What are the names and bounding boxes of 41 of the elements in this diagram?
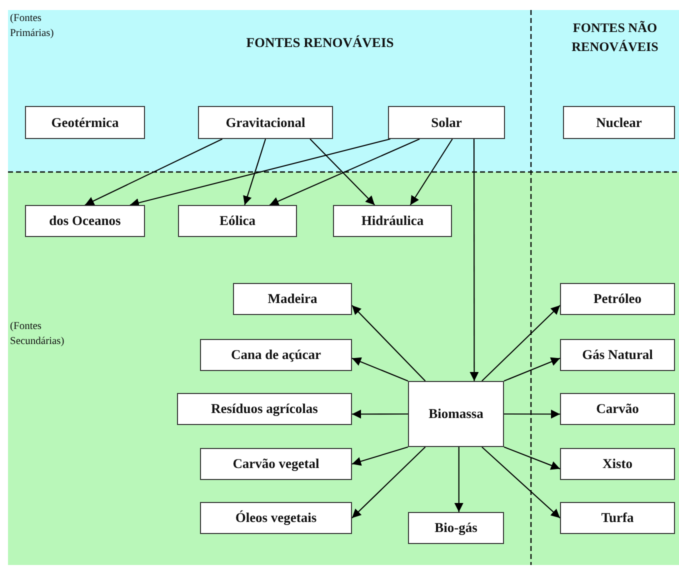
source-box: Óleos vegetais <box>200 502 352 534</box>
column-heading: FONTES NÃO RENOVÁVEIS <box>570 19 660 56</box>
source-box: Hidráulica <box>333 205 452 237</box>
arrow <box>470 139 479 381</box>
arrow <box>482 305 560 382</box>
source-box: Gás Natural <box>560 339 675 371</box>
source-box: Petróleo <box>560 283 675 315</box>
source-box: Carvão <box>560 393 675 425</box>
arrow <box>352 446 426 518</box>
source-box: Bio-gás <box>408 512 504 544</box>
arrow <box>352 446 408 466</box>
arrow <box>130 138 390 208</box>
column-heading: FONTES RENOVÁVEIS <box>245 34 395 52</box>
source-box: Gravitacional <box>198 106 333 139</box>
section-label: (Fontes Secundárias) <box>10 320 66 350</box>
arrow <box>352 305 426 382</box>
arrow <box>269 138 420 206</box>
arrow <box>504 357 560 382</box>
arrow <box>410 138 453 206</box>
arrow <box>352 357 408 382</box>
arrow <box>482 446 560 518</box>
arrow <box>310 138 376 206</box>
arrow <box>504 446 560 470</box>
source-box: Cana de açúcar <box>200 339 352 371</box>
source-box: Geotérmica <box>25 106 145 139</box>
source-box: Madeira <box>233 283 352 315</box>
source-box: Biomassa <box>408 381 504 447</box>
section-label: (Fontes Primárias) <box>10 12 55 42</box>
arrow <box>243 138 266 206</box>
source-box: Turfa <box>560 502 675 534</box>
source-box: Eólica <box>178 205 297 237</box>
arrow <box>352 410 408 419</box>
arrow <box>504 410 560 419</box>
source-box: Xisto <box>560 448 675 480</box>
source-box: Resíduos agrícolas <box>177 393 352 425</box>
arrow <box>454 447 464 512</box>
source-box: Carvão vegetal <box>200 448 352 480</box>
source-box: Solar <box>388 106 505 139</box>
source-box: dos Oceanos <box>25 205 145 237</box>
arrow <box>84 138 223 206</box>
source-box: Nuclear <box>563 106 675 139</box>
